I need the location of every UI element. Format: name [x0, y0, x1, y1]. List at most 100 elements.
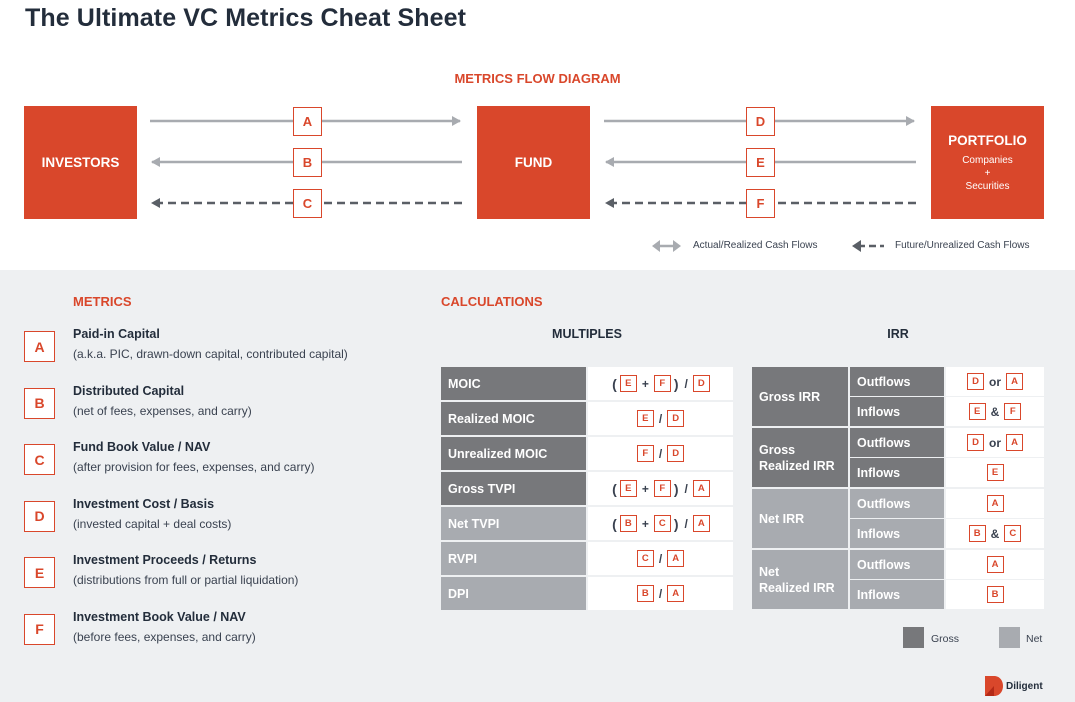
irr-label: Net IRR [752, 489, 848, 548]
metric-item: A Paid-in Capital (a.k.a. PIC, drawn-down … [24, 327, 424, 367]
irr-label-line2: Realized IRR [759, 580, 835, 595]
metric-name: Investment Book Value / NAV [73, 609, 246, 624]
multiple-label: MOIC [441, 367, 586, 400]
metric-badge: F [24, 613, 55, 645]
formula-badge: D [967, 434, 984, 451]
multiple-formula: (B+C)/A [588, 507, 733, 540]
metric-description: (distributions from full or partial liqu… [73, 573, 299, 587]
brand-name: Diligent [1006, 680, 1043, 692]
flow-badge-c: C [293, 189, 322, 218]
formula-badge: B [636, 585, 654, 602]
formula-badge: A [692, 480, 710, 497]
legend-gross-swatch [903, 627, 924, 648]
metric-name: Investment Cost / Basis [73, 496, 215, 511]
metric-description: (after provision for fees, expenses, and… [73, 460, 315, 474]
metric-description: (invested capital + deal costs) [73, 516, 232, 531]
formula-badge: B [619, 515, 637, 532]
irr-label-line1: Net [759, 564, 780, 579]
formula-operator: + [641, 516, 649, 531]
formula-operator: & [990, 404, 1000, 419]
formula-badge: F [653, 480, 671, 497]
formula-badge: B [968, 525, 986, 542]
portfolio-sub-plus: + [984, 167, 991, 179]
flow-diagram-title: METRICS FLOW DIAGRAM [454, 71, 621, 86]
investors-box: INVESTORS [24, 106, 137, 219]
metric-item: D Investment Cost / Basis (invested capita… [24, 497, 424, 537]
portfolio-label: PORTFOLIO [948, 132, 1027, 148]
irr-flow-label: Outflows [850, 550, 944, 579]
close-paren: ) [673, 480, 679, 497]
formula-badge: E [636, 410, 654, 427]
investors-label: INVESTORS [41, 155, 120, 170]
irr-heading: IRR [887, 327, 909, 341]
metric-name: Paid-in Capital [73, 327, 160, 341]
metric-badge: C [24, 444, 55, 475]
metric-name: Distributed Capital [73, 383, 185, 398]
formula-badge: C [1004, 525, 1022, 542]
legend-gross-label: Gross [931, 633, 960, 645]
irr-label-line2: Realized IRR [759, 458, 835, 473]
multiple-formula: C/A [588, 542, 733, 575]
metric-badge: B [24, 387, 55, 419]
formula-badge: F [636, 445, 654, 462]
close-paren: ) [673, 515, 679, 532]
legend-net-swatch [999, 627, 1020, 648]
multiple-formula: F/D [588, 437, 733, 470]
formula-badge: A [692, 515, 710, 532]
irr-label-line1: Gross IRR [759, 389, 821, 404]
metric-description: (before fees, expenses, and carry) [73, 629, 256, 644]
page-title: The Ultimate VC Metrics Cheat Sheet [25, 4, 467, 32]
irr-flow-label: Outflows [850, 489, 944, 518]
open-paren: ( [612, 375, 617, 392]
fund-label: FUND [514, 155, 553, 170]
divide-operator: / [658, 411, 663, 426]
multiple-label: Unrealized MOIC [441, 437, 586, 470]
formula-badge: A [667, 585, 685, 602]
divide-operator: / [658, 446, 663, 461]
flow-badge-e: E [746, 148, 775, 177]
formula-operator: + [641, 481, 649, 496]
irr-formula: E [946, 458, 1044, 487]
flow-badge-f: F [746, 189, 775, 218]
divide-operator: / [658, 586, 663, 601]
flow-badge-b: B [293, 148, 322, 177]
formula-badge: A [1006, 373, 1023, 390]
formula-operator: + [641, 376, 649, 391]
metric-badge: A [24, 331, 55, 362]
legend-net-label: Net [1026, 633, 1043, 645]
fund-box: FUND [477, 106, 590, 219]
irr-flow-label: Outflows [850, 367, 944, 396]
divide-operator: / [684, 516, 688, 531]
multiple-label: DPI [441, 577, 586, 610]
formula-badge: A [667, 550, 685, 567]
legend-actual-label: Actual/Realized Cash Flows [693, 240, 818, 251]
formula-badge: C [636, 550, 654, 567]
formula-badge: E [986, 464, 1004, 481]
irr-formula: B&C [946, 519, 1044, 548]
formula-operator: or [989, 374, 1001, 389]
formula-badge: A [986, 495, 1004, 512]
formula-badge: A [1006, 434, 1023, 451]
irr-formula: E&F [946, 397, 1044, 426]
brand-logo: Diligent [985, 676, 1043, 696]
multiple-label: Gross TVPI [441, 472, 586, 505]
formula-badge: D [967, 373, 984, 390]
metric-name: Investment Proceeds / Returns [73, 553, 257, 567]
irr-label-line1: Gross [759, 442, 796, 457]
metric-badge: D [24, 500, 55, 532]
calculations-title: CALCULATIONS [441, 294, 543, 309]
formula-badge: F [1004, 403, 1022, 420]
metric-item: F Investment Book Value / NAV (before fees… [24, 610, 424, 650]
portfolio-box: PORTFOLIO Companies + Securities [931, 106, 1044, 219]
multiple-formula: E / D [588, 402, 733, 435]
metric-description: (a.k.a. PIC, drawn-down capital, contrib… [73, 347, 348, 361]
divide-operator: / [684, 481, 688, 496]
formula-badge: D [667, 410, 685, 427]
irr-formula: A [946, 489, 1044, 518]
irr-flow-label: Inflows [850, 397, 944, 426]
